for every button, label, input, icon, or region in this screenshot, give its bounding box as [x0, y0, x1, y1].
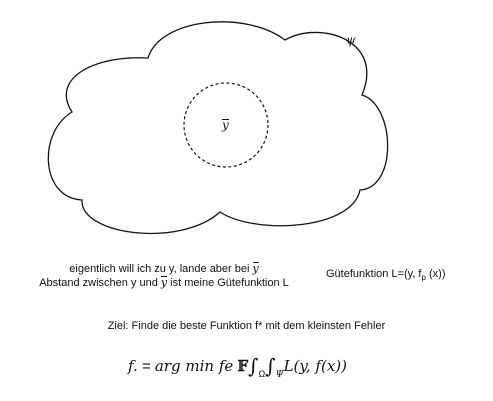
psi-cloud-shape: [47, 21, 389, 235]
y-bar-region-circle: [183, 82, 269, 168]
note-left: eigentlich will ich zu y, lande aber bei…: [0, 262, 328, 290]
optimization-formula: f. = arg min fe 𝔽∫Ω∫ΨL(y, f(x)): [128, 354, 347, 380]
note-left-line2: Abstand zwischen y und y ist meine Gütef…: [39, 276, 289, 289]
note-right-quality-function: Gütefunktion L=(y, fp (x)): [326, 268, 446, 282]
y-bar-center-label: y: [222, 118, 229, 132]
psi-set-label: ψ: [346, 33, 356, 47]
goal-text: Ziel: Finde die beste Funktion f* mit de…: [107, 320, 386, 332]
note-left-line1: eigentlich will ich zu y, lande aber bei…: [69, 262, 259, 275]
